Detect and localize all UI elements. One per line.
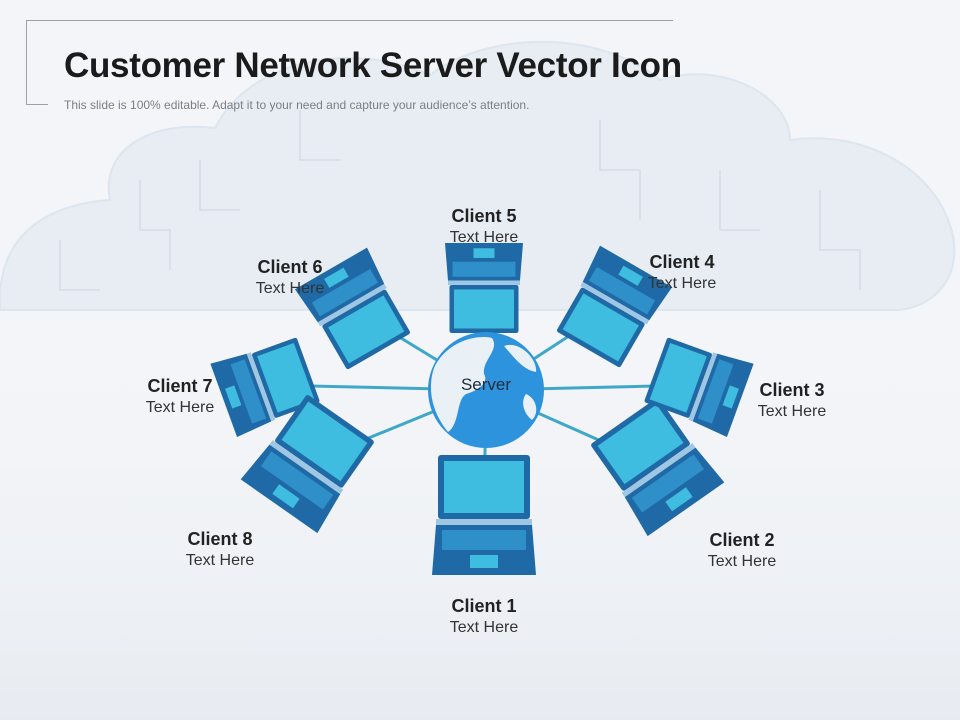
client-label-5: Client 5 Text Here <box>404 205 564 248</box>
laptop-icon-client-8 <box>240 395 374 534</box>
client-text: Text Here <box>707 552 777 570</box>
client-label-6: Client 6 Text Here <box>210 256 370 299</box>
laptop-icon-client-5 <box>445 243 523 333</box>
laptop-icon-client-6 <box>294 247 410 370</box>
client-name: Client 6 <box>257 257 323 277</box>
client-name: Client 2 <box>709 530 775 550</box>
client-text: Text Here <box>647 274 717 292</box>
client-name: Client 7 <box>147 376 213 396</box>
client-name: Client 8 <box>187 529 253 549</box>
client-name: Client 3 <box>759 380 825 400</box>
page-subtitle: This slide is 100% editable. Adapt it to… <box>64 98 530 112</box>
laptop-icon-client-7 <box>210 337 320 438</box>
client-laptops <box>210 243 754 575</box>
client-label-2: Client 2 Text Here <box>662 529 822 572</box>
laptop-icon-client-2 <box>591 398 725 537</box>
client-text: Text Here <box>145 398 215 416</box>
client-text: Text Here <box>185 551 255 569</box>
client-text: Text Here <box>449 618 519 636</box>
client-text: Text Here <box>757 402 827 420</box>
laptop-icon-client-4 <box>557 245 673 368</box>
page-title: Customer Network Server Vector Icon <box>64 46 682 85</box>
client-text: Text Here <box>449 228 519 246</box>
laptop-icon-client-3 <box>644 337 754 438</box>
client-label-3: Client 3 Text Here <box>712 379 872 422</box>
client-name: Client 5 <box>451 206 517 226</box>
server-label: Server <box>460 375 512 394</box>
title-frame-tick <box>26 104 48 105</box>
client-name: Client 4 <box>649 252 715 272</box>
client-name: Client 1 <box>451 596 517 616</box>
client-label-4: Client 4 Text Here <box>602 251 762 294</box>
server-globe-icon <box>428 332 544 448</box>
client-label-1: Client 1 Text Here <box>404 595 564 638</box>
client-label-8: Client 8 Text Here <box>140 528 300 571</box>
title-frame <box>26 20 673 105</box>
client-label-7: Client 7 Text Here <box>100 375 260 418</box>
client-text: Text Here <box>255 279 325 297</box>
laptop-icon-client-1 <box>432 455 536 575</box>
